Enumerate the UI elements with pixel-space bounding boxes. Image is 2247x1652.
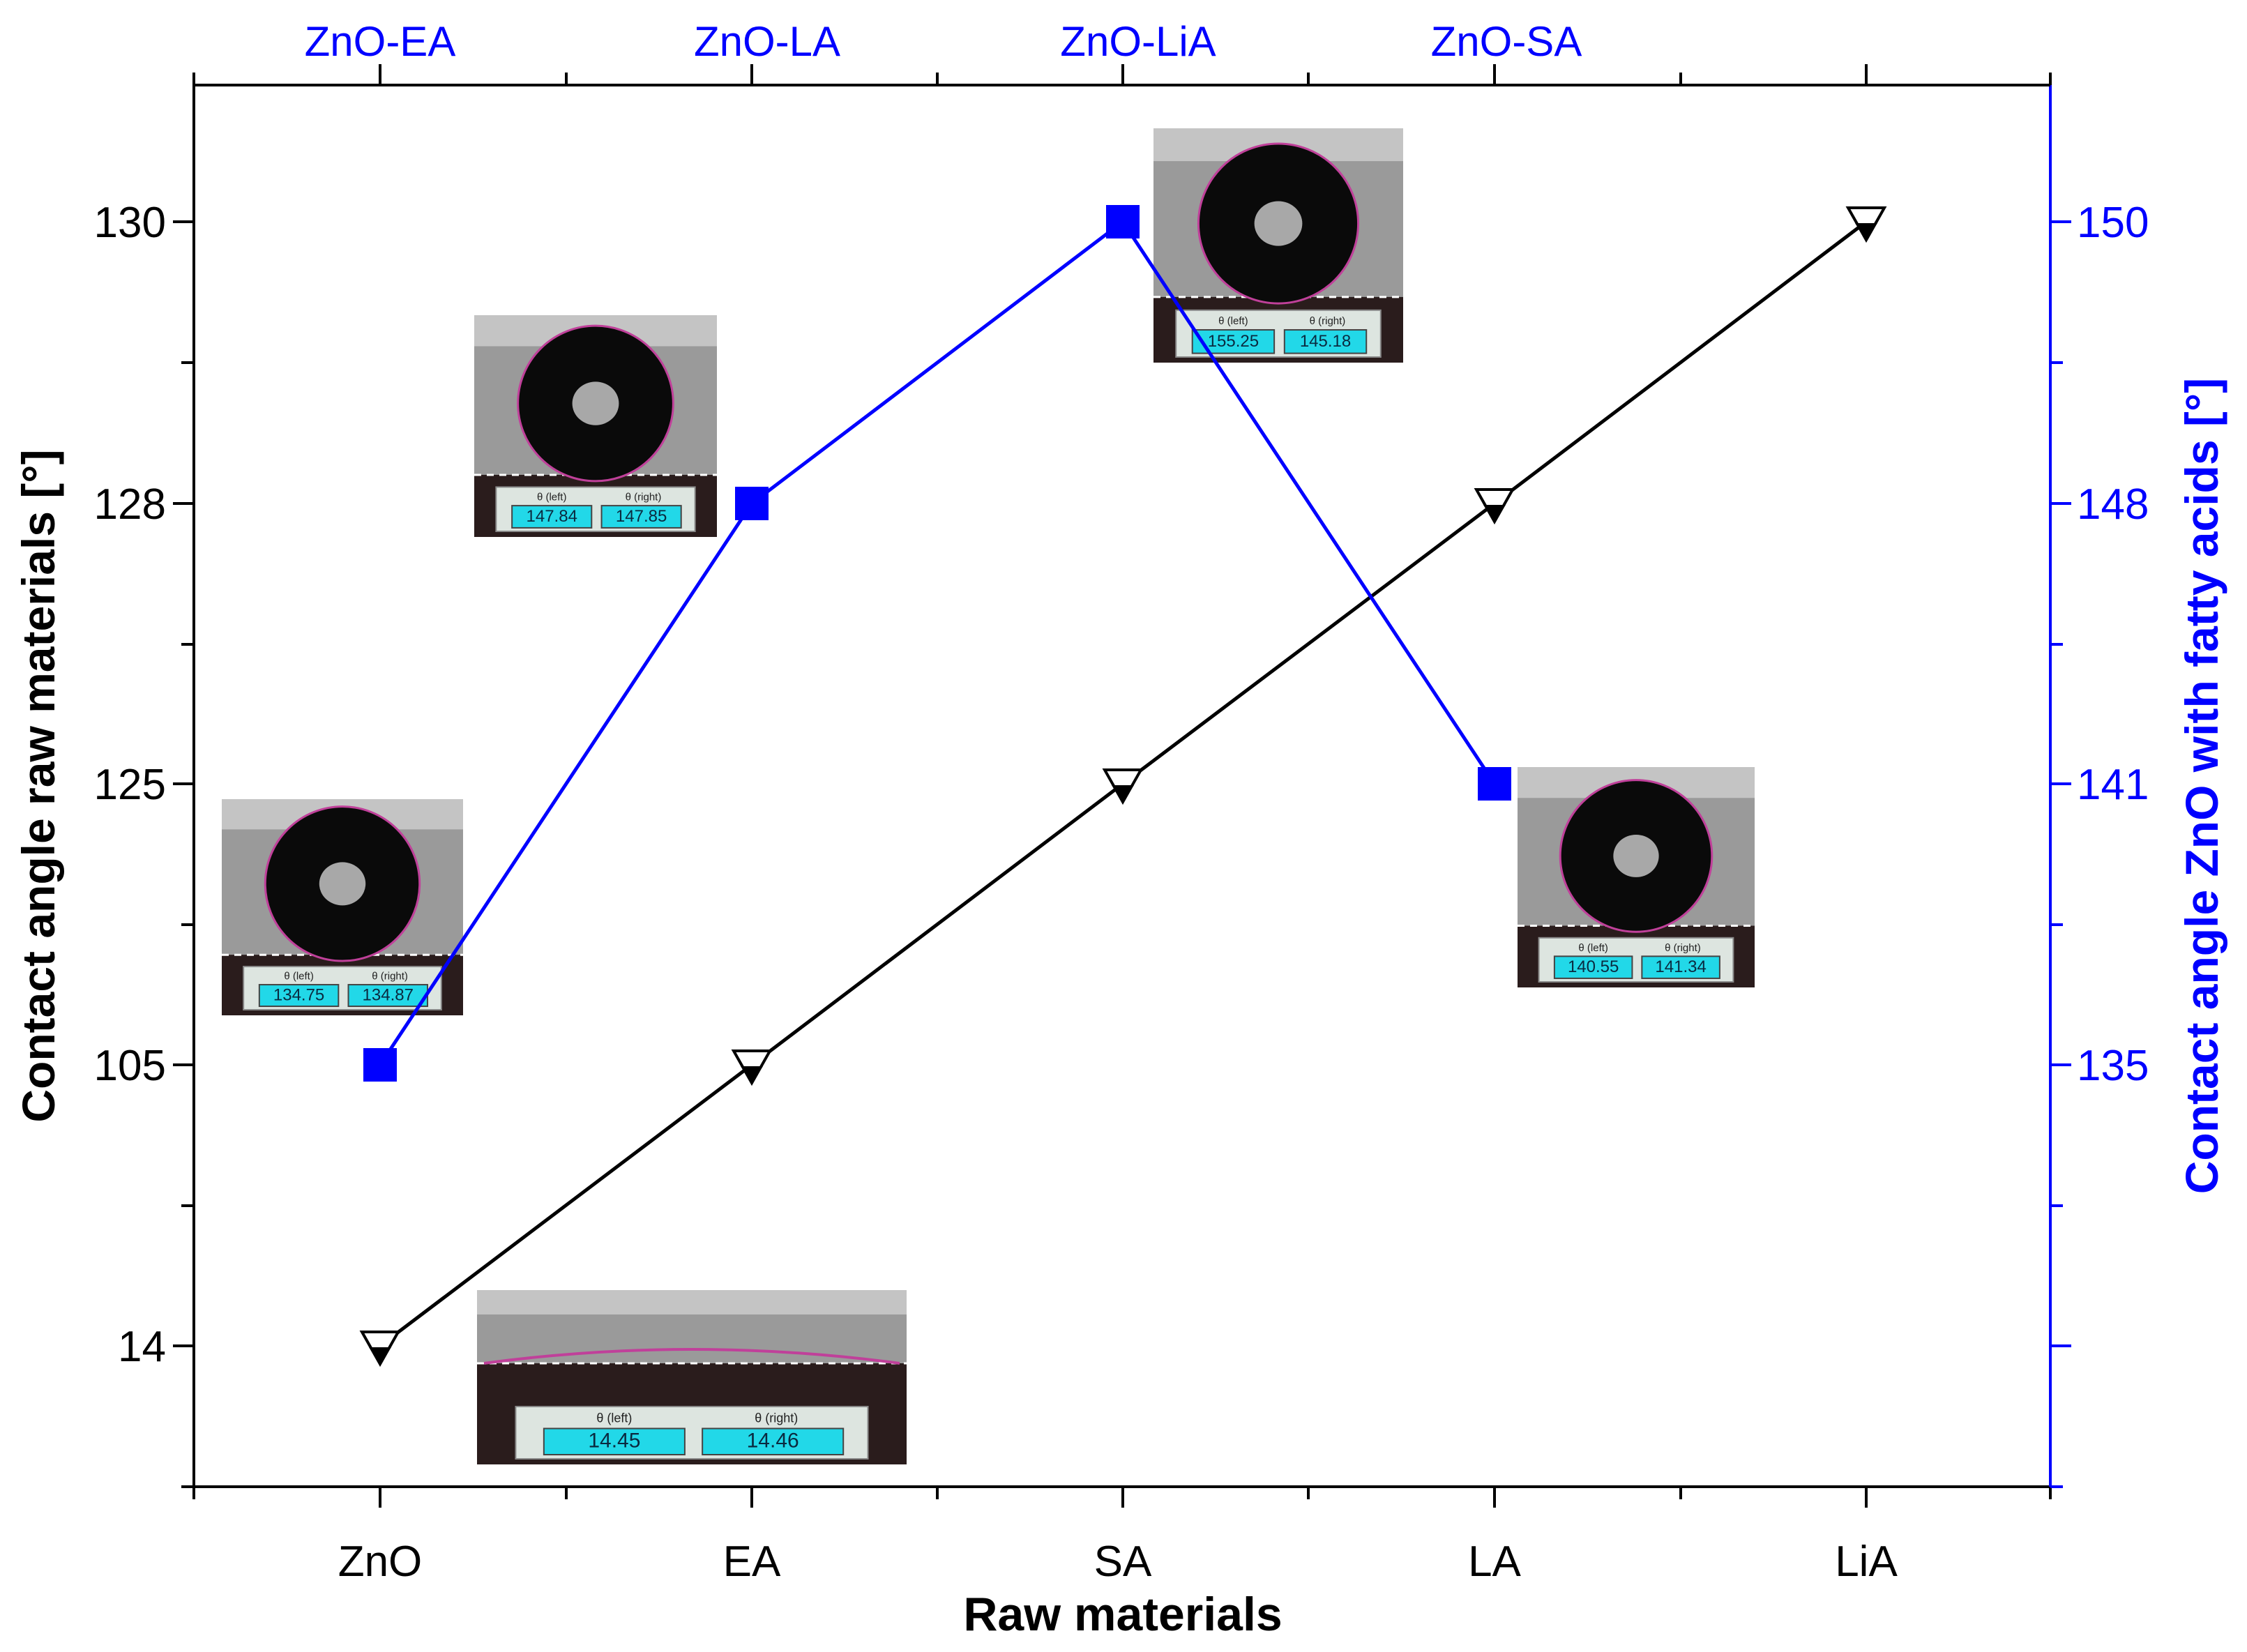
inset-zno-sa-droplet-reflection — [1613, 834, 1659, 877]
inset-zno-sa-right-box — [1641, 955, 1720, 979]
left-axis-title: Contact angle raw materials [°] — [13, 449, 64, 1122]
inset-zno-sa-left-label: θ (left) — [1578, 942, 1608, 954]
x-tick-label: LA — [1468, 1538, 1521, 1586]
series-1-point — [1106, 205, 1140, 238]
inset-zno-left-value: 14.45 — [588, 1430, 640, 1453]
inset-zno-sa-right-value: 141.34 — [1655, 957, 1706, 976]
inset-zno-lia-right-label: θ (right) — [1310, 315, 1346, 327]
inset-zno-ea-left-value: 134.75 — [273, 985, 324, 1004]
left-tick-label: 128 — [94, 480, 166, 529]
series-0-point-fill — [1855, 223, 1877, 240]
inset-zno-lia-right-value: 145.18 — [1300, 332, 1351, 351]
left-tick-label: 14 — [118, 1323, 166, 1371]
inset-zno-lia-left-value: 155.25 — [1208, 332, 1259, 351]
inset-zno-right-box — [702, 1427, 845, 1455]
right-tick-label: 150 — [2077, 199, 2149, 247]
left-tick-label: 125 — [94, 761, 166, 809]
inset-zno-la-left-value: 147.84 — [527, 507, 577, 526]
inset-zno-la-left-box — [511, 505, 593, 529]
right-tick-label: 141 — [2077, 761, 2149, 809]
inset-zno-sa-left-value: 140.55 — [1568, 957, 1619, 976]
series-1-point — [1478, 767, 1511, 801]
inset-zno-ea-right-box — [347, 984, 428, 1008]
inset-zno-ea-droplet-reflection — [319, 862, 366, 906]
series-1-point — [735, 487, 769, 520]
inset-zno-ea-left-label: θ (left) — [284, 971, 314, 983]
series-0-point-fill — [369, 1347, 391, 1364]
x-tick-label: SA — [1094, 1538, 1152, 1586]
right-axis-title: Contact angle ZnO with fatty acids [°] — [2176, 378, 2227, 1194]
right-tick-label: 135 — [2077, 1042, 2149, 1090]
series-1-point — [363, 1048, 397, 1082]
inset-zno-lia-left-label: θ (left) — [1218, 315, 1248, 327]
inset-zno-right-value: 14.46 — [747, 1430, 799, 1453]
inset-zno-droplet-edge — [483, 1348, 900, 1365]
left-tick-label: 105 — [94, 1042, 166, 1090]
top-tick-label: ZnO-LA — [694, 18, 840, 65]
inset-zno-lia-droplet-reflection — [1254, 201, 1303, 246]
inset-zno-sa-left-box — [1553, 955, 1633, 979]
series-0-point-fill — [1483, 505, 1506, 522]
right-tick-label: 148 — [2077, 480, 2149, 529]
inset-zno-ea-right-value: 134.87 — [363, 985, 414, 1004]
inset-zno-ea-left-box — [258, 984, 340, 1008]
inset-zno-la-right-label: θ (right) — [626, 491, 662, 503]
x-tick-label: LiA — [1835, 1538, 1898, 1586]
inset-zno-left-label: θ (left) — [596, 1411, 632, 1425]
inset-zno-right-label: θ (right) — [755, 1411, 798, 1425]
series-0-point-fill — [1112, 785, 1134, 802]
top-tick-label: ZnO-SA — [1431, 18, 1582, 65]
series-1-line — [378, 219, 1497, 1066]
x-tick-label: EA — [723, 1538, 781, 1586]
inset-zno-la-droplet-reflection — [572, 381, 619, 425]
inset-zno-la-left-label: θ (left) — [537, 491, 567, 503]
top-tick-label: ZnO-EA — [305, 18, 456, 65]
x-axis-title: Raw materials — [963, 1588, 1282, 1641]
inset-zno-highlight — [477, 1290, 907, 1314]
inset-zno-lia-right-box — [1283, 329, 1368, 354]
x-tick-label: ZnO — [338, 1538, 423, 1586]
series-0-point-fill — [741, 1066, 763, 1083]
top-tick-label: ZnO-LiA — [1060, 18, 1216, 65]
inset-zno-la-right-box — [600, 505, 682, 529]
inset-zno-sa-right-label: θ (right) — [1665, 942, 1701, 954]
inset-zno-ea-right-label: θ (right) — [372, 971, 408, 983]
inset-zno-la-right-value: 147.85 — [616, 507, 667, 526]
inset-zno-left-box — [543, 1427, 686, 1455]
left-tick-label: 130 — [94, 199, 166, 247]
